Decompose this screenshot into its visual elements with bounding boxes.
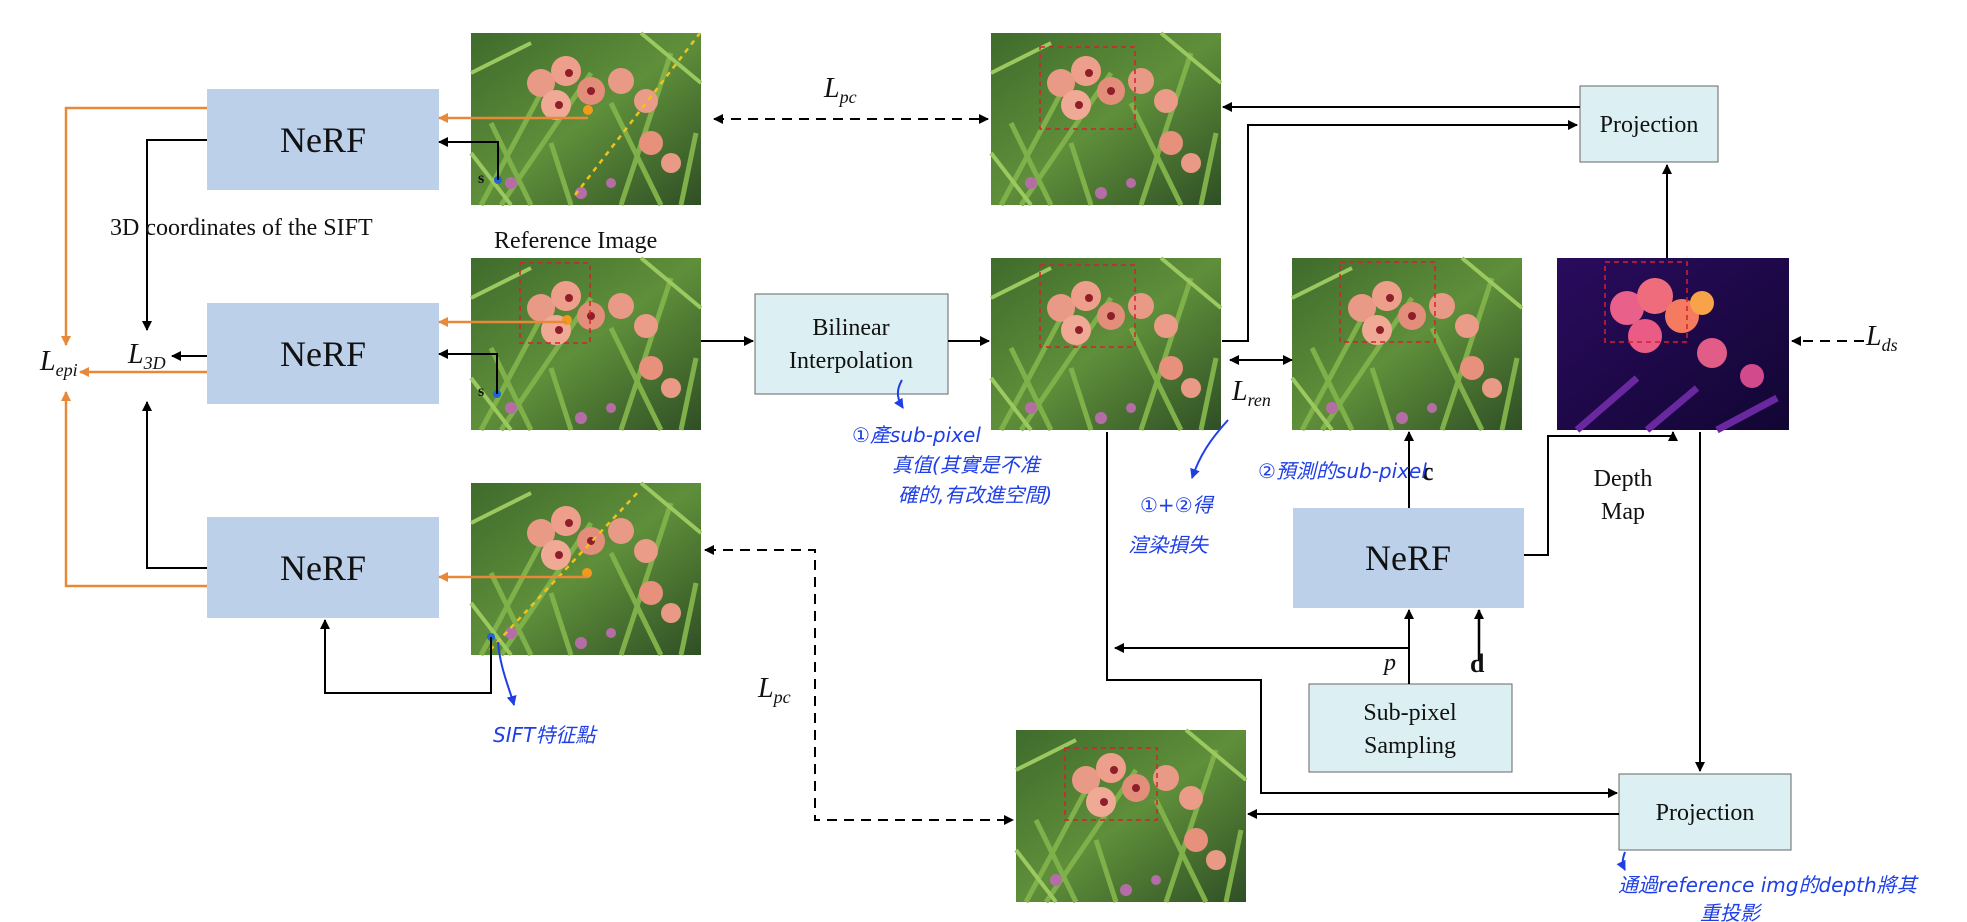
sift-point-ref bbox=[562, 315, 572, 325]
dashed-connectors bbox=[706, 114, 1864, 825]
annotation-subpixel-gt-1: ①產sub-pixel bbox=[852, 423, 981, 447]
rendered-crop bbox=[1339, 261, 1436, 343]
depth-crop bbox=[1604, 261, 1688, 343]
orange-connectors bbox=[61, 106, 588, 588]
point-s-label-top: s bbox=[478, 170, 484, 187]
loss-3d-label: L3D bbox=[127, 339, 166, 373]
depth-map-image bbox=[1557, 258, 1789, 430]
depth-map-label-1: Depth bbox=[1594, 466, 1653, 492]
nerf-box-top bbox=[207, 89, 439, 190]
point-p-label: p bbox=[1382, 650, 1396, 676]
loss-ren-label: Lren bbox=[1231, 376, 1271, 410]
point-s-label-ref: s bbox=[478, 383, 484, 400]
nerf-label-bottom: NeRF bbox=[280, 548, 366, 588]
nerf-label-middle: NeRF bbox=[280, 334, 366, 374]
nerf-labels: NeRF NeRF NeRF NeRF bbox=[280, 120, 1451, 588]
annotation-reproject-2: 重投影 bbox=[1700, 901, 1763, 922]
subpixel-label-1: Sub-pixel bbox=[1363, 700, 1457, 726]
patch-image-top bbox=[991, 33, 1221, 205]
reference-crop-box bbox=[519, 262, 591, 344]
projection-box-bottom bbox=[1618, 773, 1792, 851]
loss-ds-label: Lds bbox=[1865, 321, 1898, 355]
annotation-subpixel-gt-3: 確的,有改進空間) bbox=[898, 483, 1052, 507]
reference-image-label: Reference Image bbox=[494, 228, 657, 254]
nerf-box-middle bbox=[207, 303, 439, 404]
subpixel-label-2: Sampling bbox=[1364, 733, 1456, 759]
annotation-strokes bbox=[497, 379, 1626, 871]
bilinear-label-1: Bilinear bbox=[812, 315, 889, 341]
bilinear-label-2: Interpolation bbox=[789, 348, 913, 374]
loss-pc-label-top: Lpc bbox=[823, 73, 857, 107]
black-connectors bbox=[142, 102, 1705, 819]
annotation-render-loss-2: 渲染損失 bbox=[1128, 533, 1209, 557]
epipolar-line-bottom bbox=[489, 489, 641, 651]
nerf-box-bottom bbox=[207, 517, 439, 618]
interpolated-image bbox=[991, 258, 1221, 430]
epipolar-line-top bbox=[574, 32, 701, 196]
projection-box-top bbox=[1579, 85, 1719, 163]
annotation-reproject-1: 通過reference img的depth將其 bbox=[1618, 873, 1920, 897]
patch-crop-bottom bbox=[1064, 747, 1158, 821]
depth-map-label-2: Map bbox=[1601, 499, 1645, 525]
nerf-box-right bbox=[1293, 508, 1524, 608]
rendered-image bbox=[1292, 258, 1522, 430]
subpixel-sampling-box bbox=[1308, 683, 1513, 773]
ray-c-label: c bbox=[1422, 457, 1434, 486]
sift-point-bottom bbox=[582, 568, 592, 578]
sift-coordinates-label: 3D coordinates of the SIFT bbox=[110, 215, 373, 241]
projection-label-bottom: Projection bbox=[1656, 800, 1755, 826]
reference-image bbox=[471, 258, 701, 430]
annotation-render-loss-1: ①+②得 bbox=[1140, 493, 1215, 517]
annotation-sift-points: SIFT特征點 bbox=[493, 723, 598, 747]
patch-image-bottom bbox=[1016, 730, 1246, 902]
ray-d-label: d bbox=[1470, 649, 1485, 678]
loss-epi-label: Lepi bbox=[39, 346, 78, 380]
annotation-subpixel-gt-2: 真值(其實是不准 bbox=[892, 453, 1042, 477]
patch-crop-top bbox=[1039, 46, 1136, 130]
bilinear-interpolation-box bbox=[754, 293, 949, 395]
sift-point-top bbox=[583, 105, 593, 115]
interpolated-crop bbox=[1039, 264, 1136, 348]
loss-pc-label-bottom: Lpc bbox=[757, 673, 791, 707]
projection-label-top: Projection bbox=[1600, 112, 1699, 138]
nerf-label-top: NeRF bbox=[280, 120, 366, 160]
nerf-label-right: NeRF bbox=[1365, 538, 1451, 578]
annotation-predicted-subpixel: ②預測的sub-pixel bbox=[1258, 459, 1427, 483]
